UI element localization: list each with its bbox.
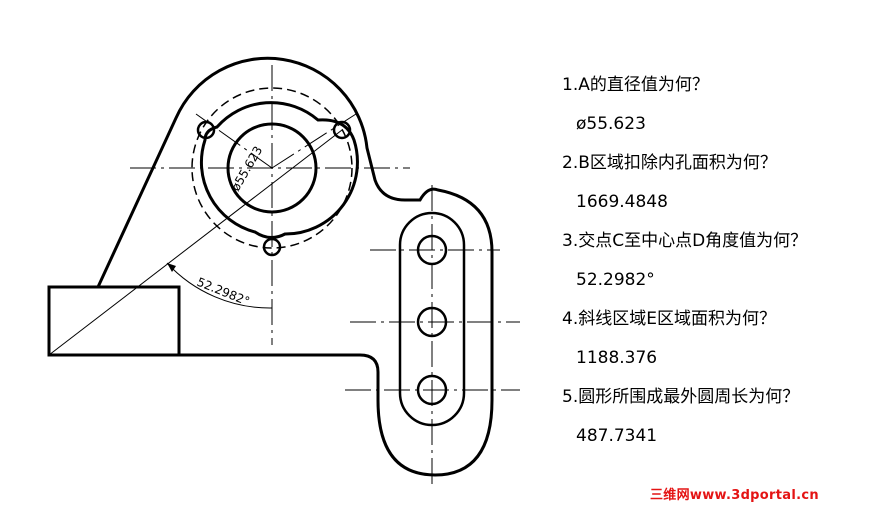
answer-4: 1188.376 <box>576 348 658 368</box>
ring-region-b <box>199 101 359 239</box>
watermark: 三维网www.3dportal.cn <box>650 488 819 503</box>
slot-outline <box>398 211 466 427</box>
diagonal-line <box>48 129 343 356</box>
bolt-hole-right <box>332 120 352 140</box>
angle-arc <box>166 262 273 309</box>
answer-2: 1669.4848 <box>576 192 668 212</box>
center-lines <box>130 65 520 485</box>
bolt-circle <box>191 87 353 249</box>
rect-region-e <box>47 285 181 357</box>
diameter-dimension: ø55.623 <box>228 144 265 194</box>
answer-5: 487.7341 <box>576 426 658 446</box>
angle-arrow <box>167 263 176 272</box>
question-2: 2.B区域扣除内孔面积为何？ <box>562 153 777 173</box>
question-4: 4.斜线区域E区域面积为何？ <box>562 309 776 329</box>
question-1: 1.A的直径值为何？ <box>562 75 709 95</box>
question-5: 5.圆形所围成最外圆周长为何？ <box>562 387 800 407</box>
question-3: 3.交点C至中心点D角度值为何？ <box>562 231 808 251</box>
bolt-hole-left <box>196 120 216 140</box>
answer-1: ø55.623 <box>576 114 646 134</box>
question-list: 1.A的直径值为何？ ø55.623 2.B区域扣除内孔面积为何？ 1669.4… <box>562 66 872 456</box>
part-outline <box>47 56 494 477</box>
answer-3: 52.2982° <box>576 270 655 290</box>
